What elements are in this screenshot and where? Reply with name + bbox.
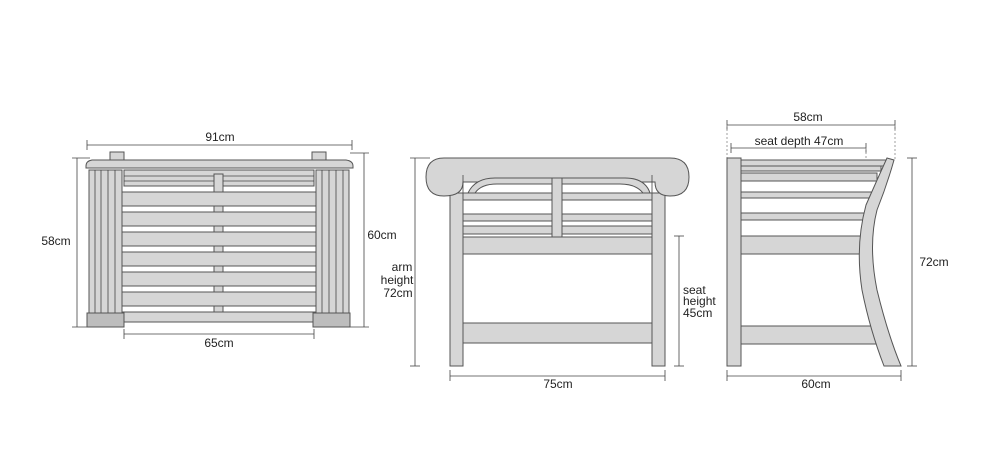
top-depth-label: 58cm (41, 234, 70, 248)
top-left-leg (86, 312, 125, 328)
top-seat-slat (121, 191, 317, 207)
top-seat-slat (121, 211, 317, 227)
front-center-support (551, 177, 563, 238)
front-seat-rail (462, 236, 653, 255)
side-front-leg (726, 157, 742, 367)
front-left-leg (449, 192, 464, 367)
top-seat-slat (121, 291, 317, 307)
front-arm-top (425, 157, 690, 197)
side-seat-slat (740, 212, 870, 221)
top-seat-slat (121, 251, 317, 267)
top-width-label: 91cm (205, 130, 234, 144)
side-seat-slat (740, 191, 874, 199)
side-total-depth-label: 58cm (793, 110, 822, 124)
top-seat-slat (121, 231, 317, 247)
side-seat-depth-label: seat depth 47cm (755, 134, 844, 148)
front-bottom-stretcher (462, 322, 653, 344)
side-back-leg (858, 157, 902, 367)
front-seat-height-label-1: seat (683, 283, 706, 297)
front-seat-height-label-2: height (683, 294, 716, 308)
side-arm-rail (740, 172, 878, 182)
front-view: arm height 72cm seat height 45cm 75cm (381, 157, 716, 391)
front-width-label: 75cm (543, 377, 572, 391)
front-arm-height-label-2: height (381, 273, 414, 287)
top-front-rail (121, 311, 317, 323)
top-back-post-left (109, 151, 125, 161)
top-right-arm (315, 169, 350, 314)
side-height-label: 72cm (919, 255, 948, 269)
top-back-rail (85, 159, 354, 169)
side-bottom-stretcher (740, 325, 877, 345)
front-right-leg (651, 192, 666, 367)
side-view: 58cm seat depth 47cm 72cm 60cm (726, 110, 949, 391)
top-seat-slat (121, 271, 317, 287)
top-right-leg (312, 312, 351, 328)
side-base-depth-label: 60cm (801, 377, 830, 391)
side-seat-rail (740, 235, 866, 255)
top-back-post-right (311, 151, 327, 161)
side-arm-rail (740, 159, 887, 167)
front-seat-height-label-3: 45cm (683, 306, 712, 320)
side-arm-rail (740, 165, 882, 172)
top-total-depth-label: 60cm (367, 228, 396, 242)
front-arm-height-label-3: 72cm (383, 286, 412, 300)
top-left-arm (88, 169, 123, 314)
front-arm-height-label-1: arm (392, 260, 413, 274)
top-view: 91cm 58cm 60cm 65cm (41, 130, 396, 350)
top-inner-width-label: 65cm (204, 336, 233, 350)
